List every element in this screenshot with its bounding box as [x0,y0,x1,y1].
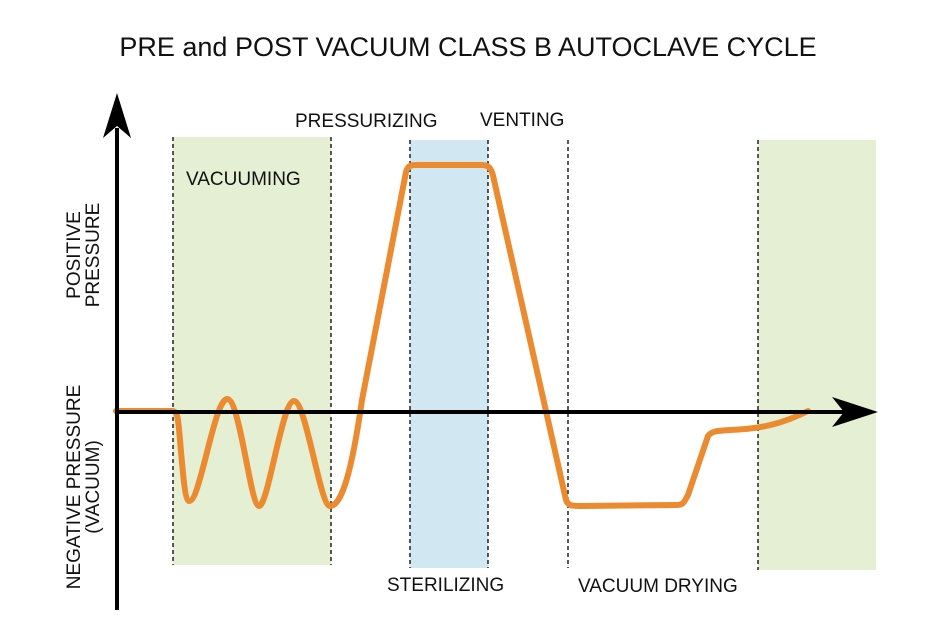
y-axis-positive-line1: POSITIVE [64,211,85,299]
final-phase-band [758,140,876,570]
vacuuming-band [173,137,331,565]
pressure-curve [113,162,811,510]
phase-label-vacuuming: VACUUMING [186,169,301,190]
phase-label-venting: VENTING [480,110,564,131]
y-axis-negative-line2: (VACUUM) [83,440,104,534]
y-axis-negative-line1: NEGATIVE PRESSURE [64,385,85,589]
phase-label-pressurizing: PRESSURIZING [295,111,438,132]
y-axis-negative-label: NEGATIVE PRESSURE (VACUUM) [64,385,104,589]
y-axis-positive-line2: PRESSURE [83,203,104,308]
arrow-up-icon [103,93,131,138]
diagram-title: PRE and POST VACUUM CLASS B AUTOCLAVE CY… [119,32,816,62]
sterilizing-band [410,140,488,568]
y-axis-positive-label: POSITIVE PRESSURE [64,203,104,308]
phase-label-sterilizing: STERILIZING [387,575,504,596]
phase-label-vacuum-drying: VACUUM DRYING [578,576,738,597]
arrow-right-icon [832,397,878,427]
phase-dividers [172,137,759,570]
